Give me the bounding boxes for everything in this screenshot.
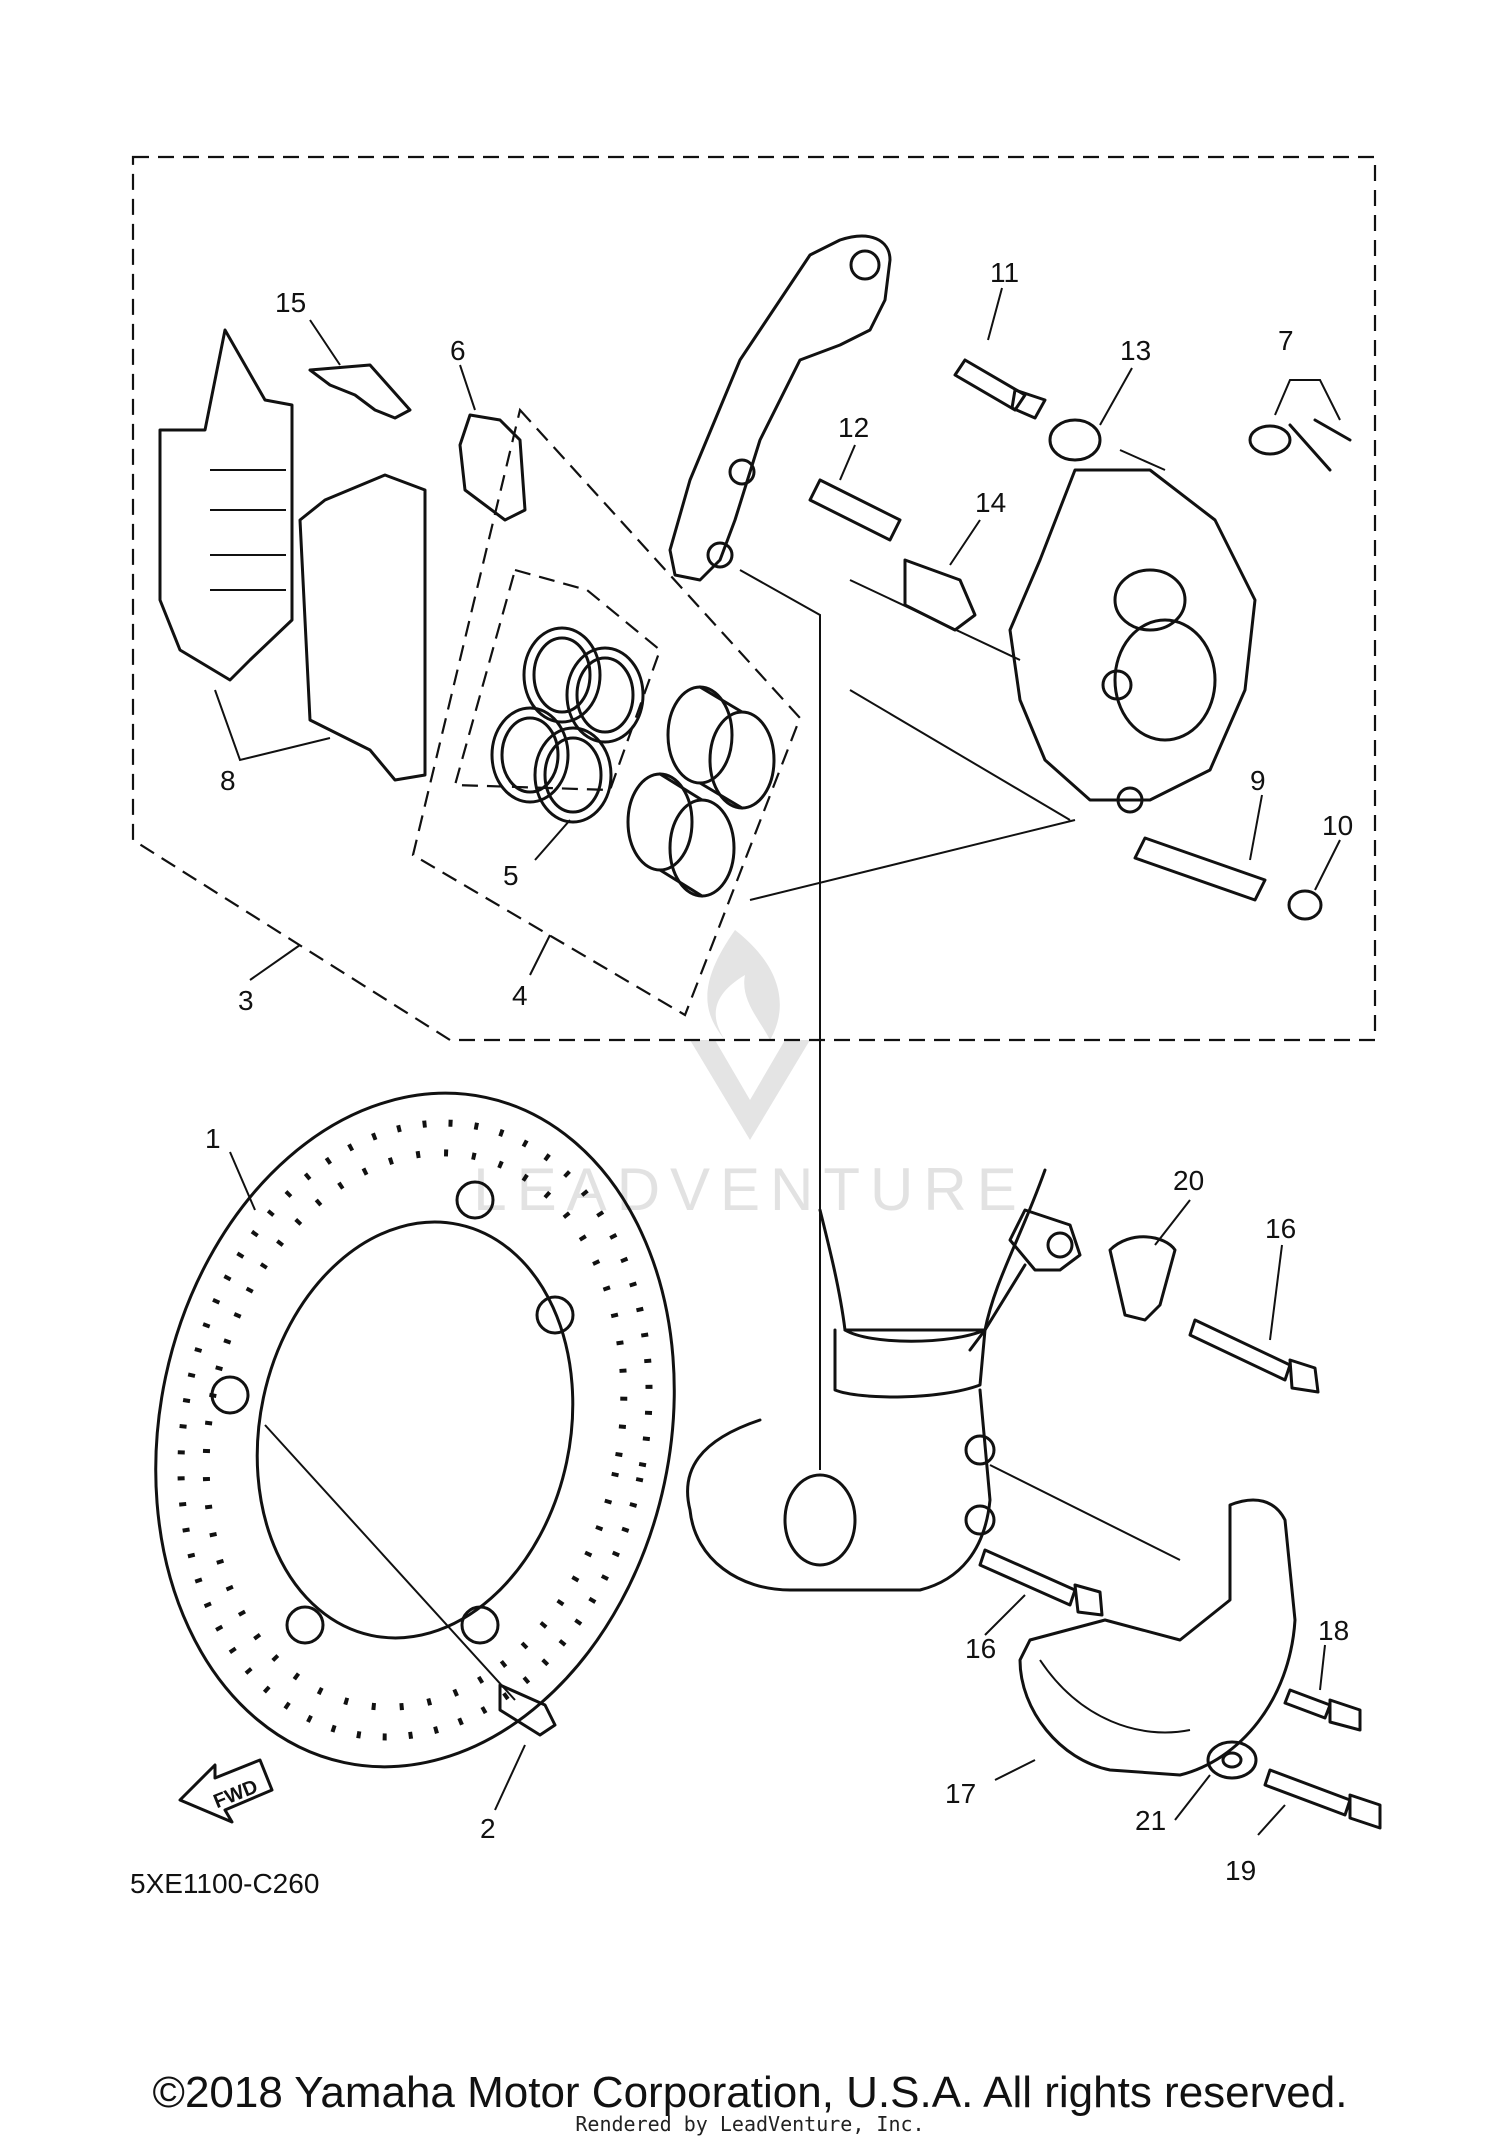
callout-labels: 1 2 3 4 5 6 7 8 9 10 11 12 13 14 15 16 1… bbox=[205, 257, 1353, 1886]
pin-boots bbox=[1048, 418, 1323, 921]
callout-12: 12 bbox=[838, 412, 869, 443]
forward-arrow: FWD bbox=[178, 1758, 274, 1824]
callout-15: 15 bbox=[275, 287, 306, 318]
callout-7: 7 bbox=[1278, 325, 1294, 356]
fork-guard-bracket bbox=[968, 1208, 1082, 1352]
caliper-body bbox=[1008, 468, 1257, 814]
caliper-seal-kit bbox=[490, 626, 645, 824]
callout-8: 8 bbox=[220, 765, 236, 796]
guard-bolt-upper bbox=[1188, 1318, 1320, 1394]
callout-17: 17 bbox=[945, 1778, 976, 1809]
disc-bolt-line bbox=[264, 1424, 516, 1701]
callout-3: 3 bbox=[238, 985, 254, 1016]
callout-4: 4 bbox=[512, 980, 528, 1011]
brake-pad-outer bbox=[158, 328, 294, 682]
disc-guard bbox=[1018, 1498, 1297, 1777]
diagram-code: 5XE1100-C260 bbox=[130, 1868, 320, 1899]
callout-10: 10 bbox=[1322, 810, 1353, 841]
guard-bolt-lower bbox=[978, 1548, 1104, 1617]
callout-18: 18 bbox=[1318, 1615, 1349, 1646]
render-credit: Rendered by LeadVenture, Inc. bbox=[575, 2112, 925, 2136]
kit-boundary-3 bbox=[131, 155, 1377, 1042]
leader-lines bbox=[229, 287, 1341, 1836]
callout-9: 9 bbox=[1250, 765, 1266, 796]
caliper-bracket bbox=[668, 234, 892, 582]
guard-bolt-18 bbox=[1283, 1688, 1362, 1732]
callout-11: 11 bbox=[990, 257, 1019, 288]
callout-16a: 16 bbox=[1265, 1213, 1296, 1244]
guard-washer bbox=[1206, 1740, 1258, 1780]
callout-21: 21 bbox=[1135, 1805, 1166, 1836]
callout-19: 19 bbox=[1225, 1855, 1256, 1886]
pad-support-clip bbox=[458, 413, 527, 522]
forward-arrow-label: FWD bbox=[211, 1776, 261, 1813]
callout-20: 20 bbox=[1173, 1165, 1204, 1196]
copyright-notice: ©2018 Yamaha Motor Corporation, U.S.A. A… bbox=[152, 2068, 1348, 2117]
front-fork bbox=[686, 1168, 1047, 1592]
callout-16b: 16 bbox=[965, 1633, 996, 1664]
bleeder-set bbox=[1248, 379, 1352, 472]
leader-8 bbox=[214, 689, 331, 762]
brake-disc bbox=[154, 1091, 676, 1769]
callout-6: 6 bbox=[450, 335, 466, 366]
watermark-logo: LEADVENTURE bbox=[473, 930, 1026, 1223]
pad-spring bbox=[308, 363, 412, 420]
kit-boundary-4 bbox=[411, 407, 802, 1017]
watermark-text: LEADVENTURE bbox=[473, 1156, 1026, 1223]
kit-boundary-5 bbox=[453, 568, 662, 792]
brake-pad-inner bbox=[298, 473, 427, 782]
assembly-lines bbox=[739, 449, 1166, 1470]
callout-2: 2 bbox=[480, 1813, 496, 1844]
callout-5: 5 bbox=[503, 860, 519, 891]
guard-bolt-line bbox=[989, 1464, 1181, 1561]
callout-13: 13 bbox=[1120, 335, 1151, 366]
callout-14: 14 bbox=[975, 487, 1006, 518]
guard-bolt-19 bbox=[1263, 1768, 1382, 1830]
caliper-pistons bbox=[626, 685, 776, 898]
guard-plate bbox=[1108, 1235, 1177, 1322]
caliper-pins bbox=[808, 358, 1267, 902]
disc-bolt bbox=[498, 1683, 557, 1737]
callout-1: 1 bbox=[205, 1123, 221, 1154]
